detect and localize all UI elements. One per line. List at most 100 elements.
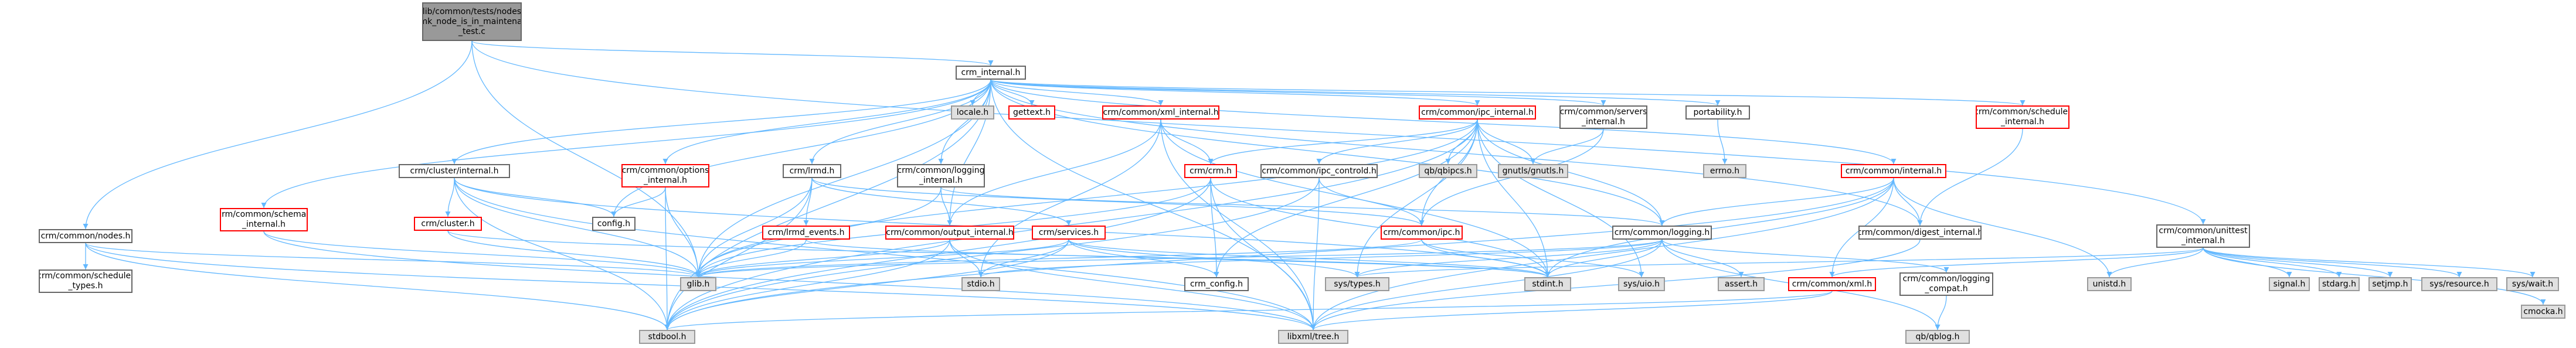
edge-unittest-internal-to-setjmp	[2203, 247, 2393, 278]
edge-cluster-internal-to-cluster	[445, 178, 455, 217]
edge-common-xml-to-stdbool	[665, 291, 1833, 330]
node-cmocka[interactable]: cmocka.h	[2521, 305, 2565, 319]
edge-servers-internal-to-gnutls	[1530, 128, 1604, 165]
node-unistd[interactable]: unistd.h	[2087, 277, 2132, 291]
node-qblog[interactable]: qb/qblog.h	[1905, 330, 1970, 344]
edge-services-to-crm-config	[1068, 239, 1219, 278]
node-unittest-internal[interactable]: crm/common/unittest _internal.h	[2156, 224, 2250, 248]
edge-output-internal-to-libxml-tree	[949, 239, 1316, 330]
edge-cluster-internal-to-stdbool	[454, 178, 670, 330]
node-options-internal[interactable]: crm/common/options _internal.h	[621, 164, 709, 187]
node-sys-types[interactable]: sys/types.h	[1325, 277, 1389, 291]
node-cluster-internal[interactable]: crm/cluster/internal.h	[399, 164, 510, 178]
edge-common-internal-to-digest-internal	[1893, 178, 1923, 226]
edge-xml-internal-to-crm	[1160, 119, 1214, 165]
edge-ipc-internal-to-glib	[695, 119, 1478, 278]
node-schemas-internal[interactable]: crm/common/schemas _internal.h	[220, 208, 308, 231]
node-locale[interactable]: locale.h	[951, 105, 994, 120]
edge-crm-to-libxml-tree	[1210, 178, 1316, 330]
edge-root-to-nodes	[83, 40, 473, 230]
node-servers-internal[interactable]: crm/common/servers _internal.h	[1559, 105, 1647, 129]
edge-ipc-internal-to-ipc-controld	[1316, 119, 1478, 165]
edge-lrmd-to-ipc	[811, 178, 1425, 226]
node-cluster[interactable]: crm/cluster.h	[414, 217, 482, 231]
node-logging-internal[interactable]: crm/common/logging _internal.h	[897, 164, 985, 187]
node-lrmd[interactable]: crm/lrmd.h	[783, 164, 841, 178]
edge-logging-to-logging-compat	[1661, 239, 1949, 273]
node-crm[interactable]: crm/crm.h	[1184, 164, 1237, 178]
edge-crm-internal-to-lrmd	[809, 79, 991, 165]
node-qbipcs[interactable]: qb/qbipcs.h	[1419, 164, 1477, 178]
edge-crm-internal-to-scheduler-internal	[990, 79, 2025, 106]
edge-crm-to-crm-config	[1210, 178, 1219, 278]
edge-cluster-to-glib	[447, 230, 701, 278]
node-crm-config[interactable]: crm_config.h	[1184, 277, 1249, 291]
node-signal[interactable]: signal.h	[2269, 277, 2310, 291]
node-crm-internal[interactable]: crm_internal.h	[956, 66, 1026, 80]
node-ipc-controld[interactable]: crm/common/ipc_controld.h	[1260, 164, 1378, 178]
edge-ipc-controld-to-ipc	[1318, 178, 1425, 226]
node-root[interactable]: lib/common/tests/nodes /pcmk_node_is_in_…	[422, 2, 522, 41]
node-scheduler-internal[interactable]: crm/common/scheduler _internal.h	[1976, 105, 2069, 129]
node-portability[interactable]: portability.h	[1685, 105, 1750, 120]
node-gettext[interactable]: gettext.h	[1008, 105, 1055, 120]
node-common-xml[interactable]: crm/common/xml.h	[1788, 277, 1876, 291]
node-stdint[interactable]: stdint.h	[1524, 277, 1571, 291]
node-xml-internal[interactable]: crm/common/xml_internal.h	[1102, 105, 1219, 120]
edge-logging-to-stdint	[1545, 239, 1663, 278]
node-errno[interactable]: errno.h	[1703, 164, 1746, 178]
edge-common-internal-to-libxml-tree	[1310, 178, 1894, 330]
edge-cluster-internal-to-glib	[454, 178, 701, 278]
node-logging-compat[interactable]: crm/common/logging _compat.h	[1899, 272, 1993, 296]
edge-crm-internal-to-output-internal	[947, 79, 991, 226]
node-output-internal[interactable]: crm/common/output_internal.h	[885, 226, 1014, 240]
edge-ipc-internal-to-logging	[1477, 119, 1665, 226]
edge-unittest-internal-to-cmocka	[2203, 247, 2546, 305]
edge-logging-to-libxml-tree	[1310, 239, 1663, 330]
edge-common-internal-to-unistd	[1893, 178, 2112, 278]
node-setjmp[interactable]: setjmp.h	[2368, 277, 2412, 291]
node-digest-internal[interactable]: crm/common/digest_internal.h	[1858, 226, 1982, 240]
edge-root-to-crm-internal	[471, 40, 994, 66]
node-sys-resource[interactable]: sys/resource.h	[2421, 277, 2497, 291]
node-common-internal[interactable]: crm/common/internal.h	[1841, 164, 1946, 178]
edge-ipc-internal-to-crm-config	[1214, 119, 1478, 278]
node-assert[interactable]: assert.h	[1718, 277, 1765, 291]
edge-crm-internal-to-schemas-internal	[261, 79, 991, 209]
node-gnutls[interactable]: gnutls/gnutls.h	[1498, 164, 1568, 178]
edge-crm-internal-to-cluster-internal	[451, 79, 991, 165]
node-ipc-internal[interactable]: crm/common/ipc_internal.h	[1419, 105, 1536, 120]
node-libxml-tree[interactable]: libxml/tree.h	[1278, 330, 1348, 344]
node-lrmd-events[interactable]: crm/lrmd_events.h	[762, 226, 850, 240]
node-sys-uio[interactable]: sys/uio.h	[1618, 277, 1665, 291]
edge-unittest-internal-to-unistd	[2106, 247, 2204, 278]
node-config[interactable]: config.h	[592, 217, 635, 231]
node-stdbool[interactable]: stdbool.h	[639, 330, 695, 344]
node-scheduler-types[interactable]: crm/common/scheduler _types.h	[39, 269, 132, 293]
node-logging[interactable]: crm/common/logging.h	[1612, 226, 1712, 240]
edge-ipc-internal-to-sys-uio	[1477, 119, 1644, 278]
edge-services-to-stdbool	[664, 239, 1069, 330]
node-glib[interactable]: glib.h	[680, 277, 716, 291]
edge-common-internal-to-logging	[1659, 178, 1894, 226]
edge-logging-to-stdio	[978, 239, 1663, 278]
edge-crm-internal-to-libxml-tree	[990, 79, 1316, 330]
edge-unittest-internal-to-sys-types	[1354, 247, 2204, 278]
node-nodes[interactable]: crm/common/nodes.h	[39, 229, 132, 243]
edge-common-internal-to-stdbool	[664, 178, 1894, 330]
edge-root-to-unittest-internal	[471, 40, 2206, 225]
node-sys-wait[interactable]: sys/wait.h	[2506, 277, 2559, 291]
edge-unittest-internal-to-sys-wait	[2203, 247, 2536, 278]
edge-logging-to-assert	[1661, 239, 1744, 278]
edge-logging-internal-to-output-internal	[940, 187, 953, 226]
edge-xml-internal-to-output-internal	[947, 119, 1161, 226]
node-ipc[interactable]: crm/common/ipc.h	[1381, 226, 1463, 240]
edge-schemas-internal-to-glib	[263, 231, 701, 278]
node-services[interactable]: crm/services.h	[1032, 226, 1106, 240]
edge-crm-internal-to-portability	[990, 79, 1721, 106]
edge-crm-internal-to-gettext	[990, 79, 1035, 106]
node-stdarg[interactable]: stdarg.h	[2319, 277, 2360, 291]
node-stdio[interactable]: stdio.h	[961, 277, 1000, 291]
